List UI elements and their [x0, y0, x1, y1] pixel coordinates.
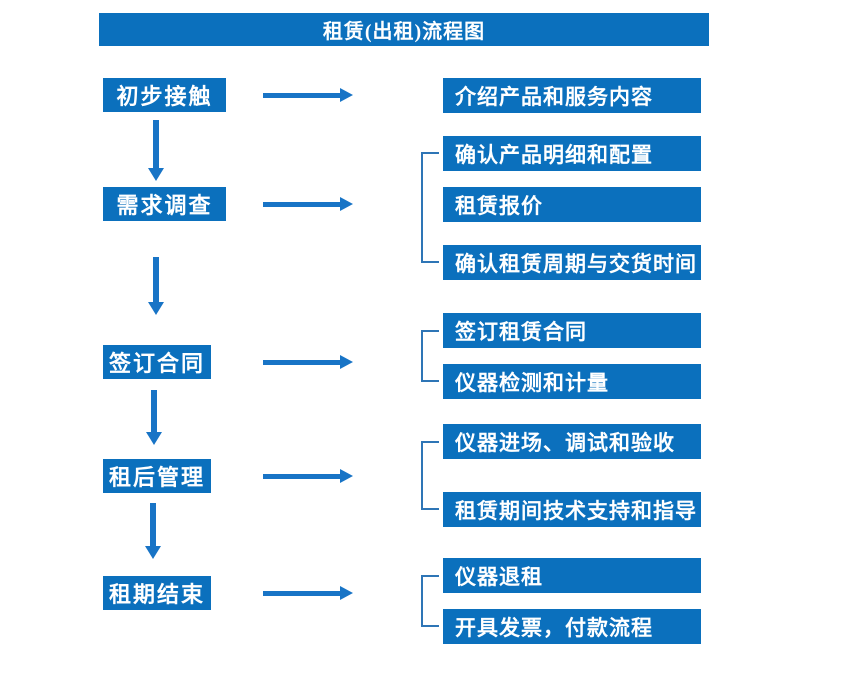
detail-box-introduce-products: 介绍产品和服务内容 [443, 78, 701, 113]
right-arrow-5 [263, 586, 353, 600]
bracket-group-needs-survey [421, 152, 439, 263]
stage-box-sign-contract: 签订合同 [103, 345, 211, 379]
detail-box-instrument-testing: 仪器检测和计量 [443, 364, 701, 399]
detail-box-invoice-payment: 开具发票，付款流程 [443, 609, 701, 644]
bracket-group-sign-contract [421, 330, 439, 382]
stage-box-post-rental-management: 租后管理 [103, 459, 211, 493]
detail-box-tech-support: 租赁期间技术支持和指导 [443, 492, 701, 527]
detail-box-rental-quote: 租赁报价 [443, 187, 701, 222]
detail-box-instrument-return: 仪器退租 [443, 558, 701, 593]
detail-box-confirm-period-delivery: 确认租赁周期与交货时间 [443, 245, 701, 280]
stage-box-initial-contact: 初步接触 [103, 78, 226, 112]
down-arrow-3 [145, 390, 162, 445]
down-arrow-4 [144, 503, 161, 559]
stage-box-rental-end: 租期结束 [103, 576, 211, 610]
detail-box-instrument-setup: 仪器进场、调试和验收 [443, 424, 701, 459]
right-arrow-1 [263, 88, 353, 102]
right-arrow-4 [263, 469, 353, 483]
bracket-group-rental-end [421, 575, 439, 627]
right-arrow-2 [263, 197, 353, 211]
detail-box-sign-rental-contract: 签订租赁合同 [443, 313, 701, 348]
bracket-group-post-rental [421, 441, 439, 510]
stage-box-needs-survey: 需求调查 [103, 187, 226, 221]
diagram-title: 租赁(出租)流程图 [99, 13, 709, 46]
down-arrow-1 [147, 120, 164, 181]
down-arrow-2 [147, 257, 164, 315]
detail-box-confirm-product-config: 确认产品明细和配置 [443, 136, 701, 171]
right-arrow-3 [263, 355, 353, 369]
